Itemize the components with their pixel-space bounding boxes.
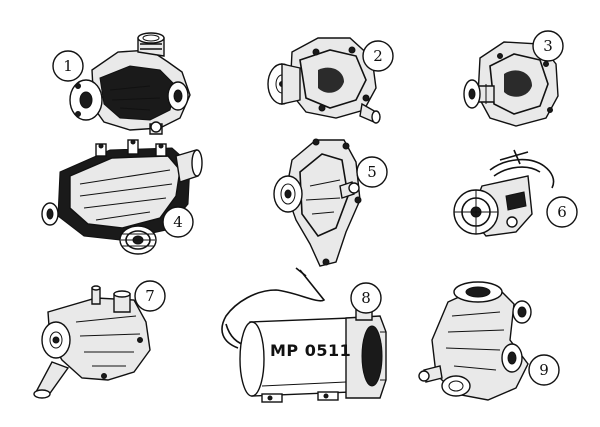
callout-3: 3 bbox=[532, 30, 564, 62]
callout-1: 1 bbox=[52, 50, 84, 82]
callout-8: 8 bbox=[350, 282, 382, 314]
pump-drawing-6 bbox=[453, 149, 555, 237]
pump-drawing-4 bbox=[41, 139, 203, 255]
callout-number: 8 bbox=[361, 289, 371, 307]
callout-number: 4 bbox=[173, 213, 183, 231]
pump-drawing-9 bbox=[418, 281, 532, 401]
pump-drawing-2 bbox=[267, 37, 381, 124]
callout-7: 7 bbox=[134, 280, 166, 312]
pump-drawing-1 bbox=[69, 32, 191, 135]
callout-2: 2 bbox=[362, 40, 394, 72]
callout-5: 5 bbox=[356, 156, 388, 188]
callout-6: 6 bbox=[546, 196, 578, 228]
pump-drawing-7 bbox=[33, 285, 151, 399]
callout-number: 7 bbox=[145, 287, 155, 305]
callout-number: 9 bbox=[539, 361, 549, 379]
callout-number: 2 bbox=[373, 47, 383, 65]
callout-number: 1 bbox=[63, 57, 73, 75]
callout-4: 4 bbox=[162, 206, 194, 238]
callout-number: 3 bbox=[543, 37, 553, 55]
model-number-label: MP 0511 bbox=[270, 341, 351, 360]
callout-number: 5 bbox=[367, 163, 377, 181]
pump-drawing-5 bbox=[273, 138, 362, 267]
callout-9: 9 bbox=[528, 354, 560, 386]
pump-drawing-3 bbox=[463, 41, 559, 127]
callout-number: 6 bbox=[557, 203, 567, 221]
